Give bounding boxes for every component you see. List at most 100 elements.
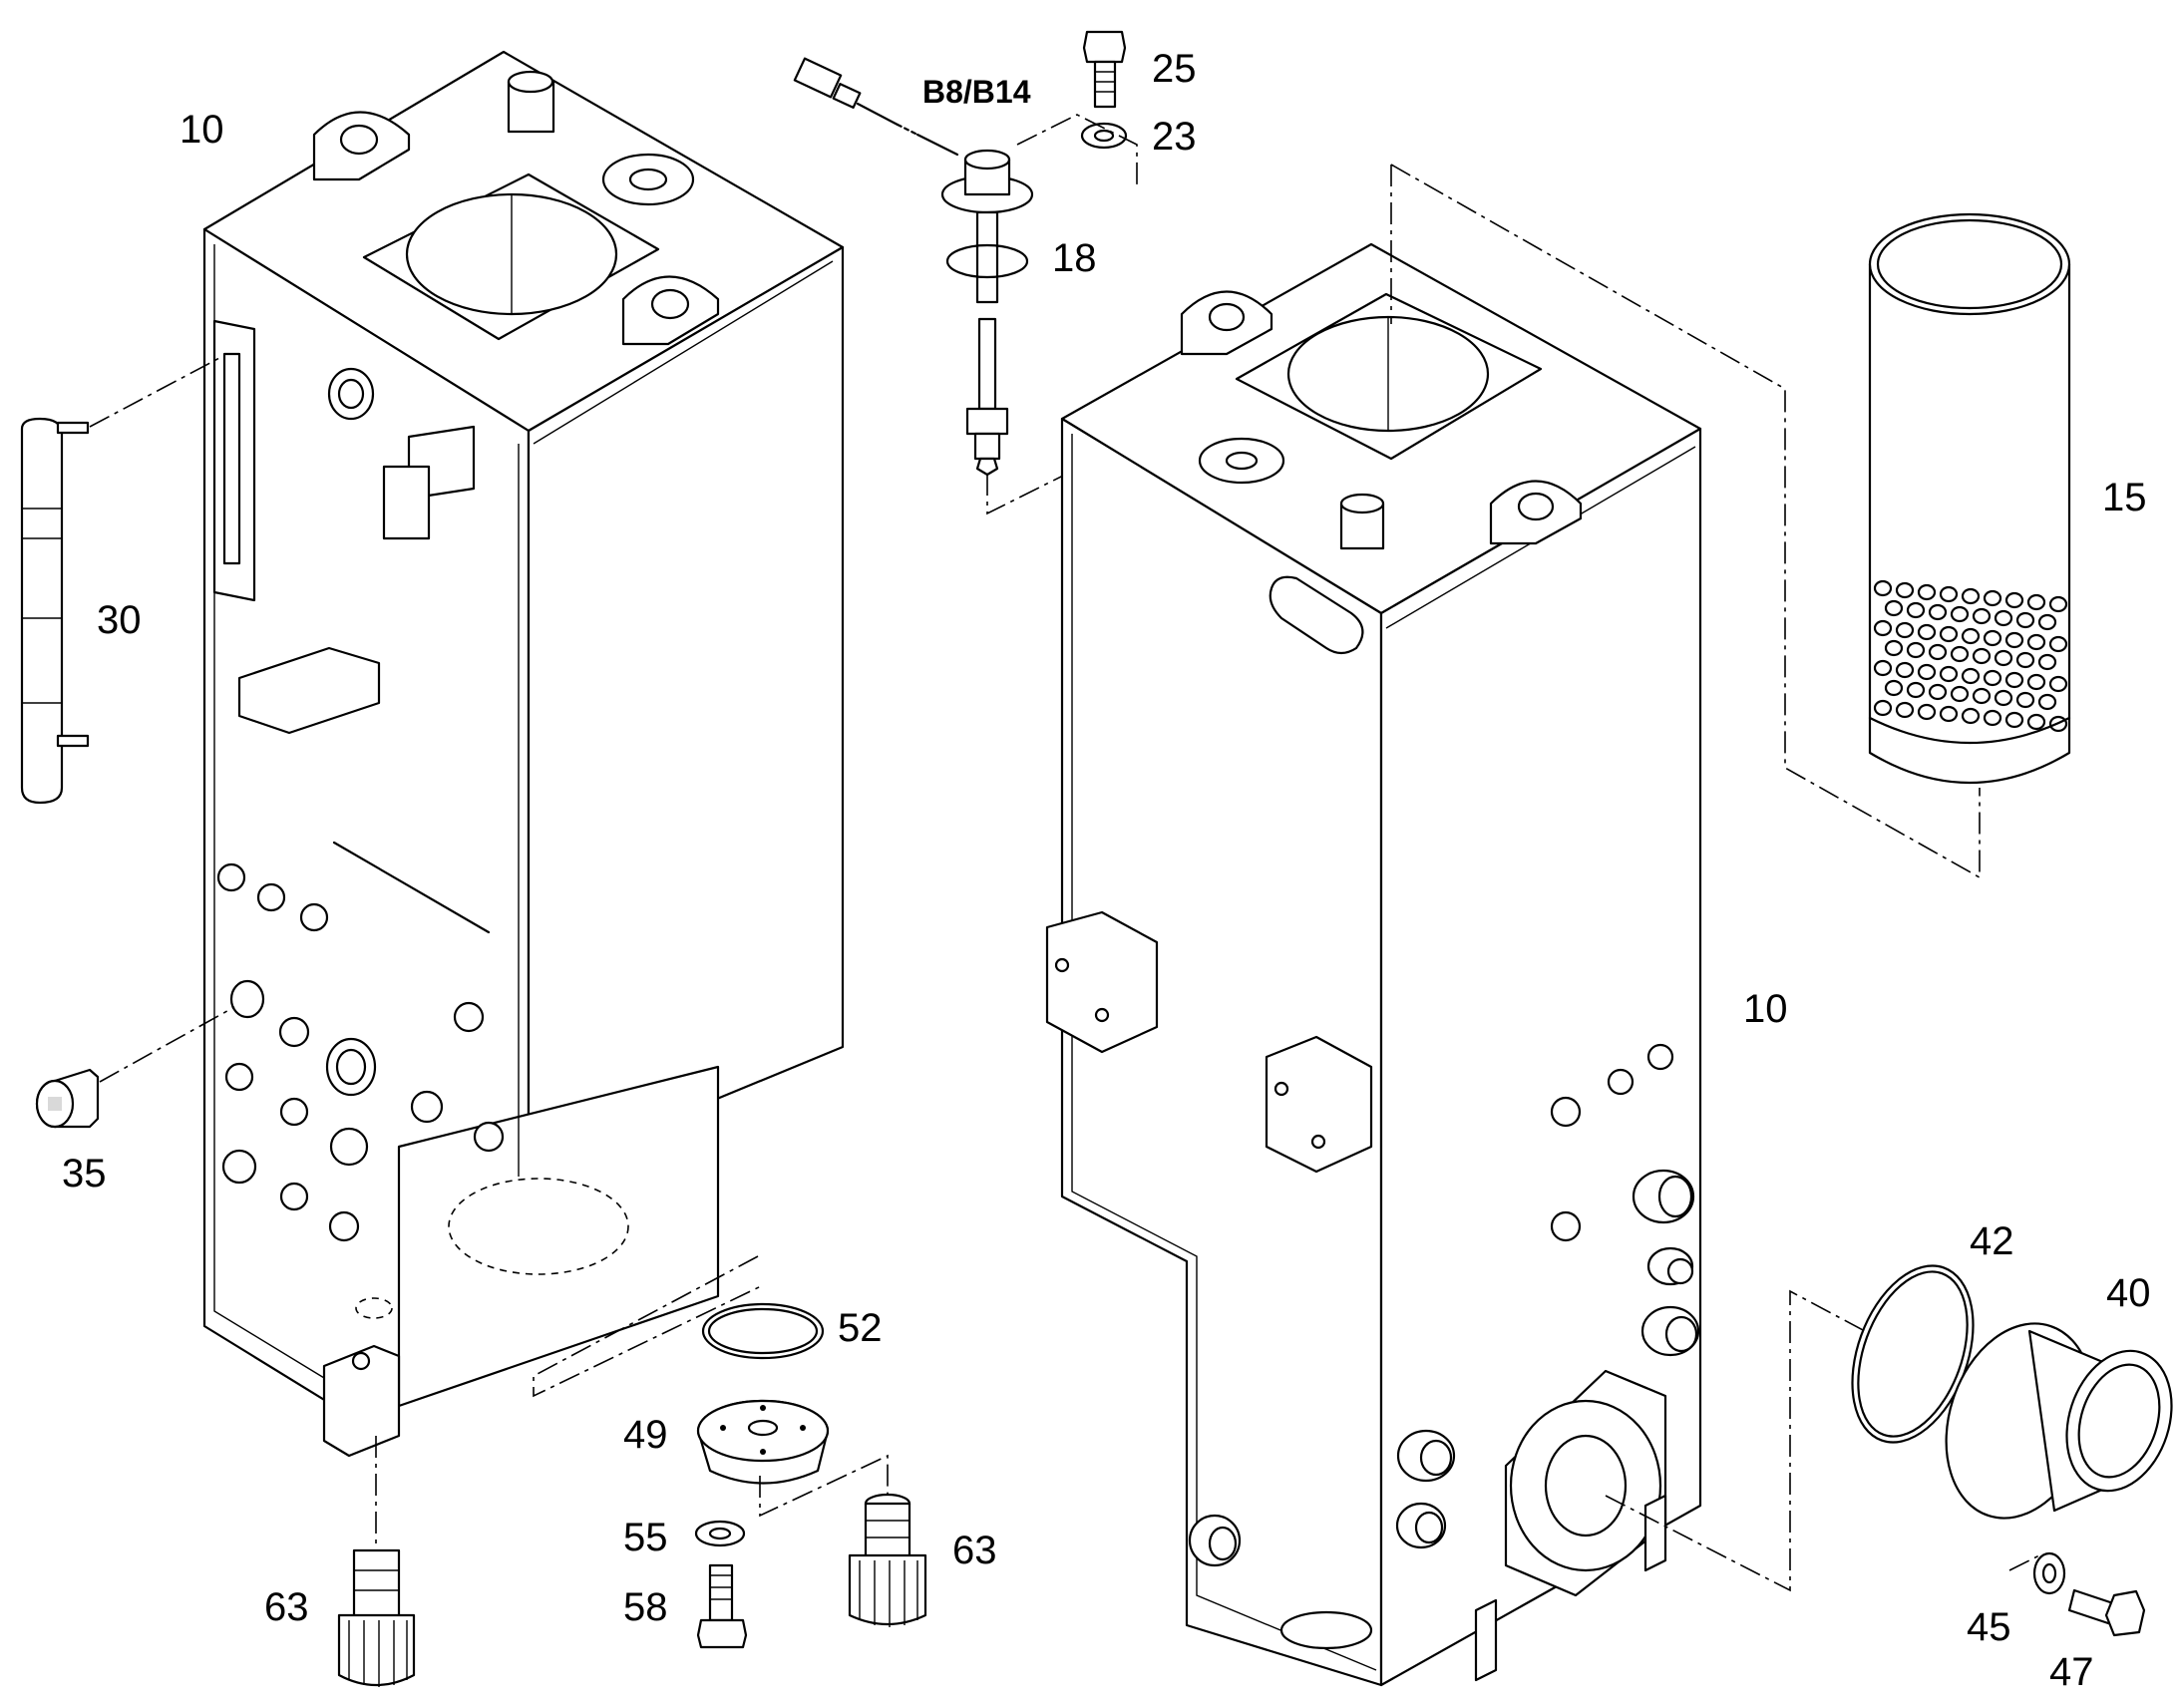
filter-perforation: [1873, 699, 1893, 717]
filter-perforation: [1961, 707, 1981, 725]
filter-perforation: [1994, 689, 2013, 707]
callout-42: 42: [1970, 1219, 2014, 1263]
part-18-o-ring: [945, 243, 1029, 279]
filter-perforation: [2048, 715, 2068, 733]
leader-25: [1016, 114, 1138, 184]
part-b8-b14-sensor: [793, 57, 1034, 477]
filter-perforation: [1983, 589, 2002, 607]
leader-18: [986, 388, 1238, 515]
part-45-washer: [2032, 1551, 2066, 1595]
callout-49: 49: [623, 1413, 668, 1457]
filter-perforation: [1939, 705, 1959, 723]
filter-perforation: [2004, 631, 2024, 649]
filter-perforation: [1939, 665, 1959, 683]
filter-perforation: [1873, 579, 1893, 597]
filter-perforation: [2037, 653, 2057, 671]
part-23-washer: [1080, 122, 1128, 150]
callout-23: 23: [1152, 115, 1197, 159]
callout-40: 40: [2106, 1271, 2151, 1315]
filter-perforation: [1928, 603, 1948, 621]
part-55-washer: [694, 1520, 746, 1547]
filter-perforation: [1906, 681, 1926, 699]
filter-perforation: [1884, 679, 1904, 697]
filter-perforation: [1983, 709, 2002, 727]
part-52-o-ring: [701, 1302, 825, 1360]
part-47-bolt: [2067, 1588, 2146, 1637]
filter-perforation: [1928, 683, 1948, 701]
filter-perforation: [1884, 639, 1904, 657]
filter-perforation: [1994, 649, 2013, 667]
filter-perforation: [1917, 623, 1937, 641]
callout-47: 47: [2049, 1650, 2094, 1694]
filter-perforation: [2048, 635, 2068, 653]
filter-perforation: [2037, 693, 2057, 711]
callout-15: 15: [2102, 476, 2147, 519]
filter-perforation: [1884, 599, 1904, 617]
filter-perforation: [1961, 627, 1981, 645]
filter-perforation: [1873, 659, 1893, 677]
right-hydraulic-tank: [1045, 242, 1702, 1687]
part-30-handle: [20, 356, 222, 805]
filter-perforation: [1972, 607, 1992, 625]
callout-25: 25: [1152, 47, 1197, 91]
filter-perforation: [1895, 661, 1915, 679]
callout-18: 18: [1052, 236, 1097, 280]
callout-63-mid: 63: [952, 1529, 997, 1572]
leader-42: [1605, 1289, 1866, 1592]
filter-perforation: [2004, 591, 2024, 609]
filter-perforation: [1895, 581, 1915, 599]
filter-perforation: [1972, 687, 1992, 705]
part-49-cover: [696, 1399, 830, 1485]
callout-b8-b14: B8/B14: [922, 74, 1031, 110]
callout-52: 52: [838, 1306, 883, 1350]
leader-52: [533, 1255, 762, 1398]
filter-perforation: [1983, 629, 2002, 647]
filter-perforation: [1939, 625, 1959, 643]
part-63-mid-fitting: [848, 1493, 927, 1627]
filter-perforation: [2015, 611, 2035, 629]
filter-perforation: [1950, 605, 1970, 623]
filter-perforation: [2026, 673, 2046, 691]
part-58-bolt: [696, 1563, 748, 1649]
filter-perforation: [1917, 583, 1937, 601]
filter-perforation: [1906, 601, 1926, 619]
filter-perforation: [1961, 667, 1981, 685]
callout-10-left: 10: [180, 108, 224, 152]
callout-10-right: 10: [1743, 987, 1788, 1031]
filter-perforation: [2037, 613, 2057, 631]
callout-63-left: 63: [264, 1585, 309, 1629]
part-35-plug: [35, 1006, 235, 1129]
filter-perforation: [1917, 703, 1937, 721]
filter-perforation: [2048, 595, 2068, 613]
callout-30: 30: [97, 598, 142, 642]
part-25-bolt: [1082, 30, 1127, 109]
filter-perforation: [1994, 609, 2013, 627]
filter-perforation: [2015, 691, 2035, 709]
left-hydraulic-tank: [202, 50, 845, 1458]
filter-perforation: [2026, 593, 2046, 611]
leader-49: [759, 1454, 889, 1518]
filter-perforation: [2004, 671, 2024, 689]
callout-55: 55: [623, 1516, 668, 1559]
filter-perforation: [1917, 663, 1937, 681]
filter-perforation: [1983, 669, 2002, 687]
filter-perforation: [2048, 675, 2068, 693]
filter-perforation: [2026, 633, 2046, 651]
filter-perforation: [1939, 585, 1959, 603]
part-63-left-fitting: [337, 1436, 416, 1687]
filter-perforation: [1895, 701, 1915, 719]
part-15-filter: [1868, 212, 2071, 784]
filter-perforation: [1950, 685, 1970, 703]
filter-perforation: [2015, 651, 2035, 669]
callout-35: 35: [62, 1152, 107, 1196]
filter-perforation: [1873, 619, 1893, 637]
callout-45: 45: [1967, 1605, 2011, 1649]
filter-perforation: [1972, 647, 1992, 665]
filter-perforation: [2004, 711, 2024, 729]
filter-perforation: [1906, 641, 1926, 659]
part-40-outlet-flange: [1945, 1322, 2173, 1520]
filter-perforation: [1928, 643, 1948, 661]
filter-perforation: [1950, 645, 1970, 663]
